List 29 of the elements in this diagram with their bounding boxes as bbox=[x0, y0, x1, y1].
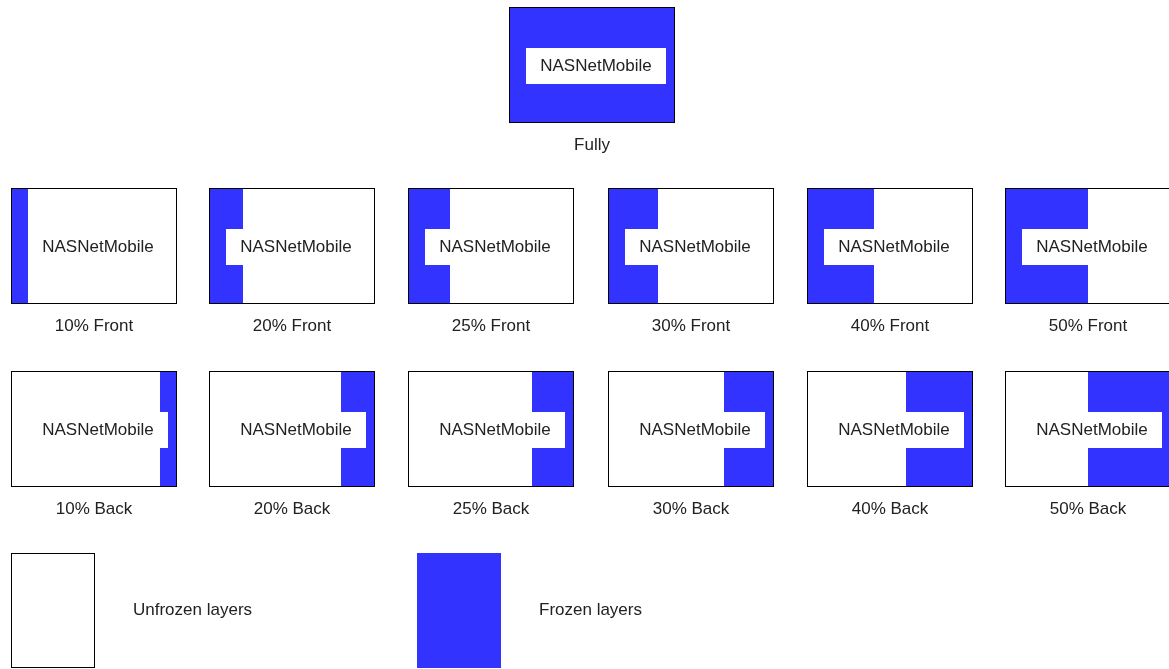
model-box bbox=[1005, 188, 1169, 304]
node-label: 25% Front bbox=[450, 316, 532, 336]
model-box bbox=[1005, 371, 1169, 487]
node-label: 30% Back bbox=[651, 499, 731, 519]
node-label: 20% Back bbox=[252, 499, 332, 519]
model-box bbox=[11, 188, 177, 304]
node-label: 25% Back bbox=[451, 499, 531, 519]
legend-label: Unfrozen layers bbox=[133, 600, 253, 620]
node-label: 10% Front bbox=[53, 316, 135, 336]
model-box bbox=[209, 371, 375, 487]
model-box bbox=[408, 371, 574, 487]
model-box bbox=[807, 188, 973, 304]
node-label: 50% Front bbox=[1047, 316, 1129, 336]
node-label: Fully bbox=[573, 135, 611, 155]
node-label: 20% Front bbox=[251, 316, 333, 336]
legend-label: Frozen layers bbox=[539, 600, 642, 620]
node-label: 40% Back bbox=[850, 499, 930, 519]
model-label: NASNetMobile bbox=[526, 48, 666, 84]
node-label: 50% Back bbox=[1048, 499, 1128, 519]
model-box bbox=[11, 371, 177, 487]
node-label: 30% Front bbox=[650, 316, 732, 336]
model-box bbox=[608, 371, 774, 487]
model-box bbox=[807, 371, 973, 487]
node-label: 40% Front bbox=[849, 316, 931, 336]
model-box bbox=[509, 7, 675, 123]
model-box bbox=[209, 188, 375, 304]
model-box bbox=[608, 188, 774, 304]
node-label: 10% Back bbox=[54, 499, 134, 519]
model-box bbox=[408, 188, 574, 304]
